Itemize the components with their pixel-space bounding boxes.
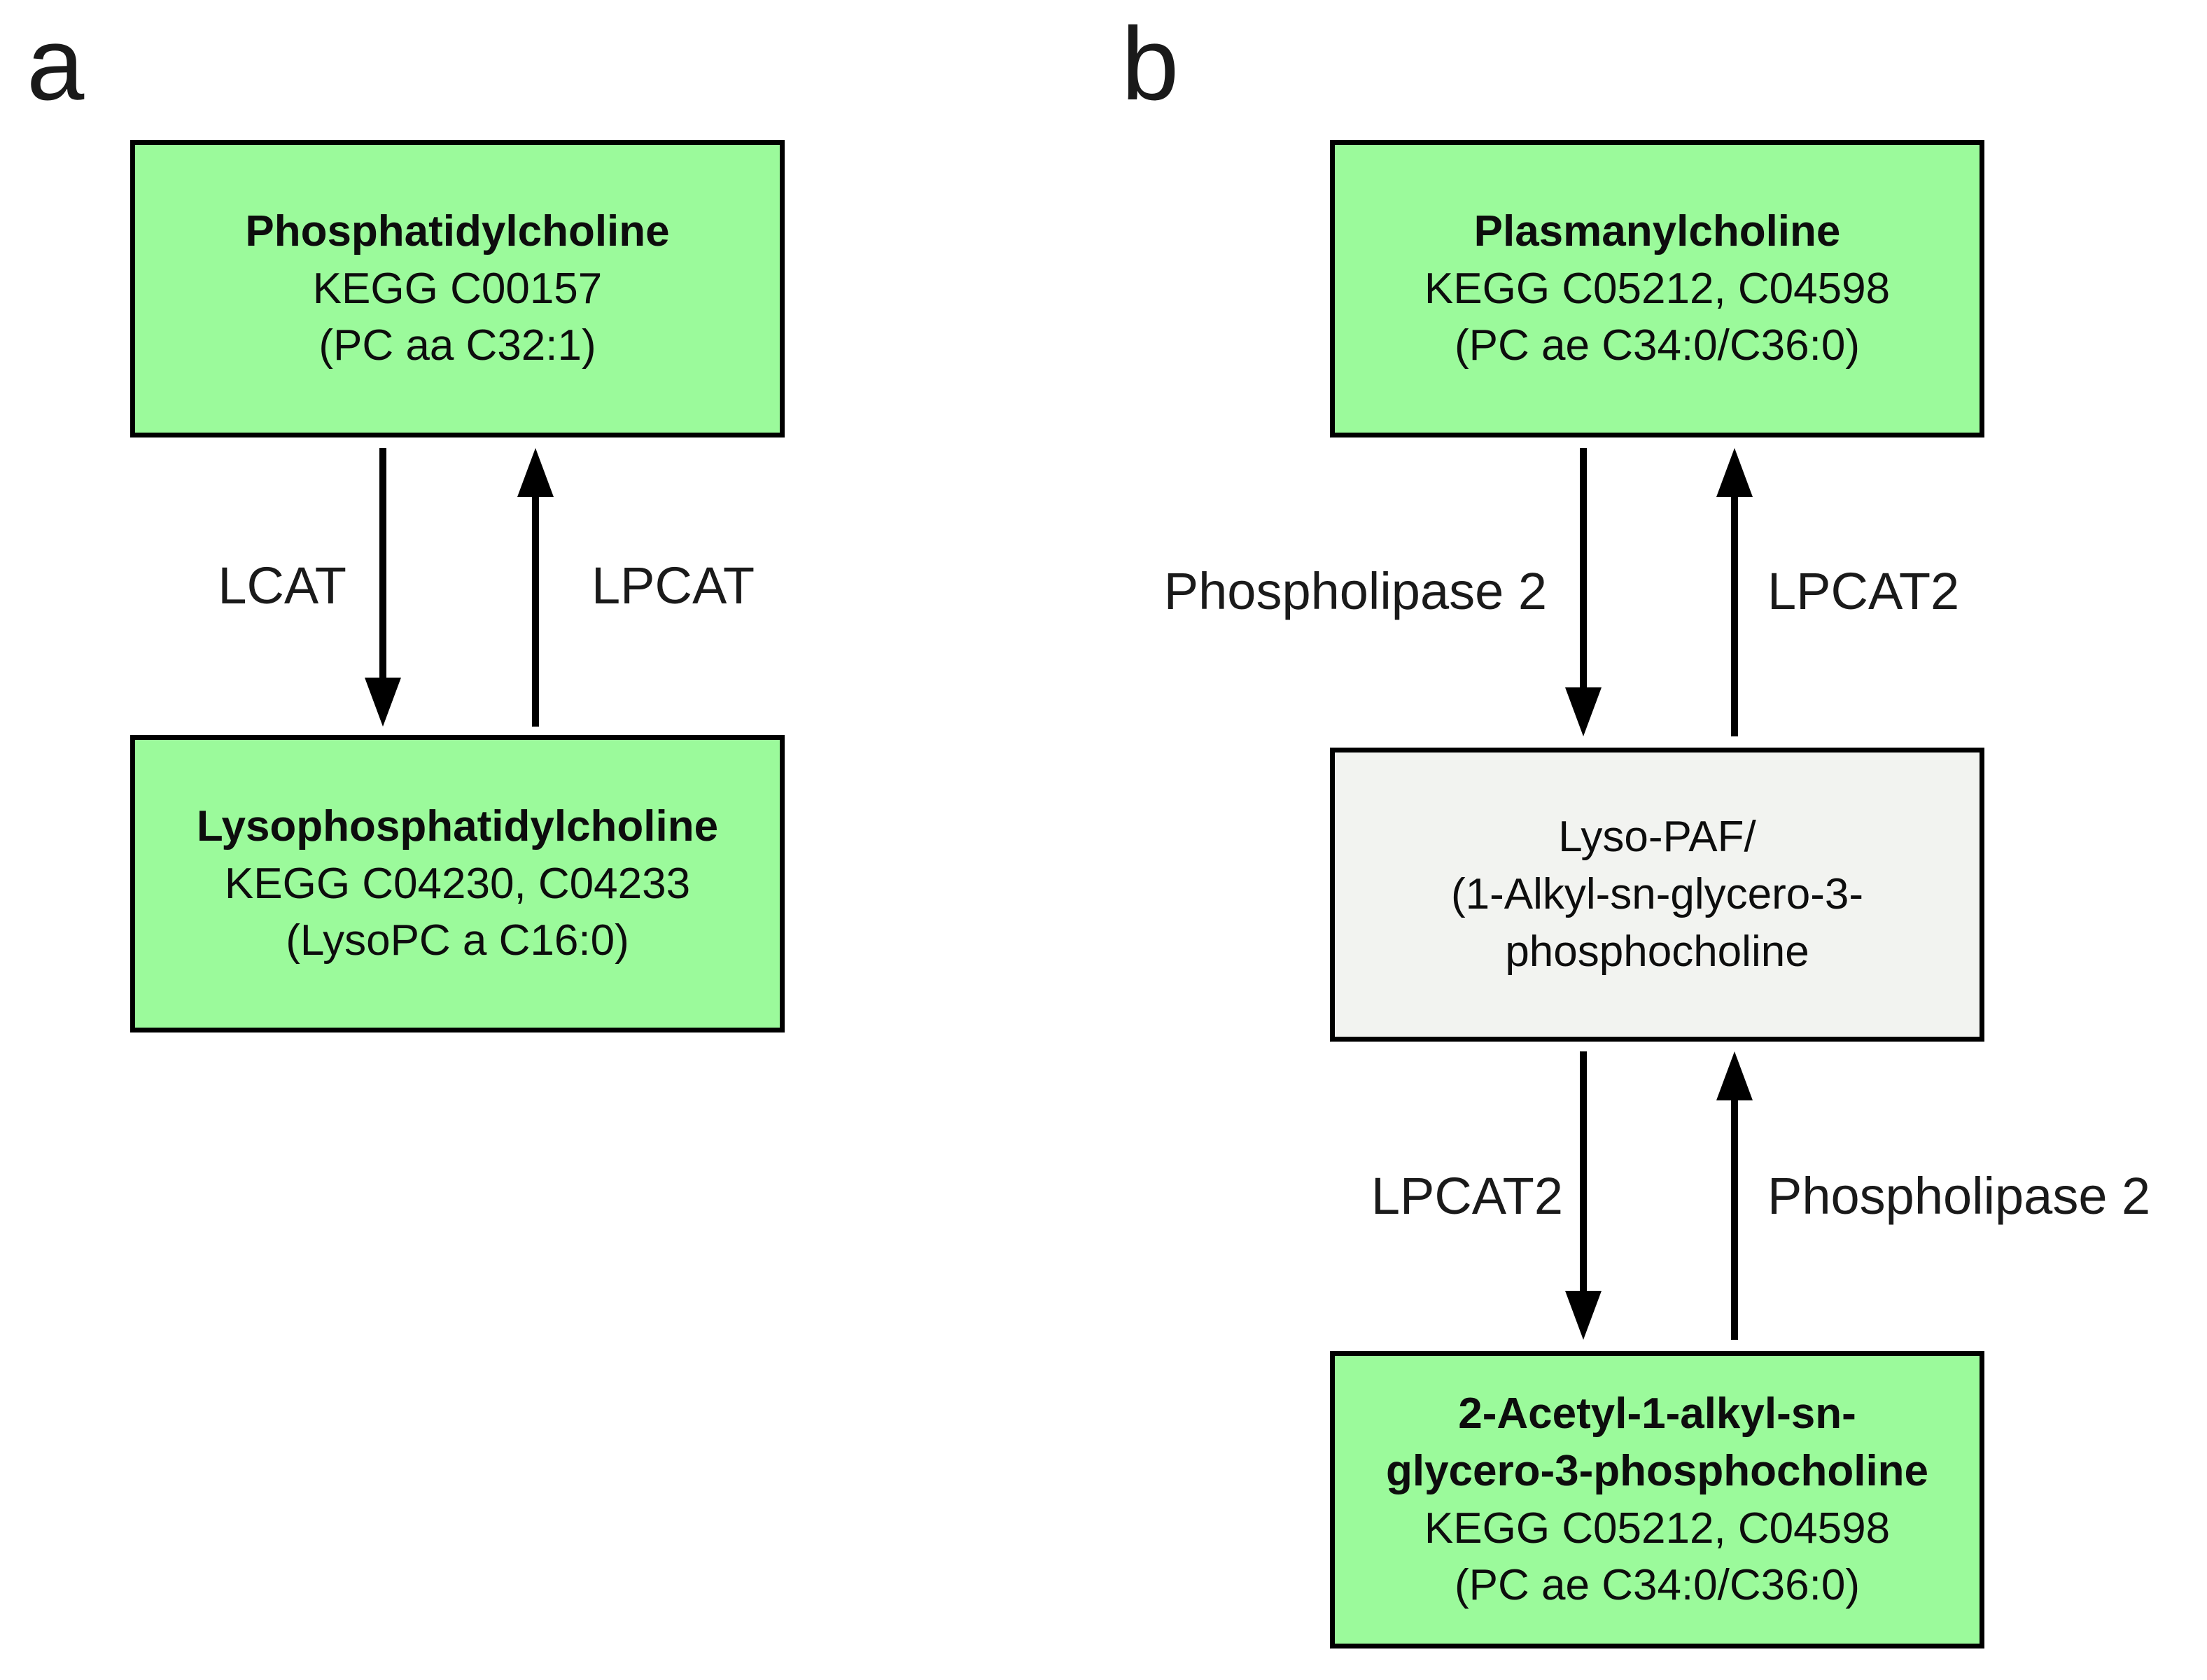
enzyme-label-phospholipase2-lower: Phospholipase 2: [1767, 1167, 2151, 1225]
lcat-forward-arrow: [362, 448, 404, 727]
enzyme-label-lcat: LCAT: [218, 556, 346, 615]
lpcat2-forward-arrow-lower: [1562, 1051, 1604, 1340]
arrow-shaft: [1731, 1096, 1738, 1340]
plasmanylcholine-box: Plasmanylcholine KEGG C05212, C04598 (PC…: [1330, 140, 1984, 438]
lpcat2-reverse-arrow-upper: [1714, 448, 1756, 736]
enzyme-label-lpcat: LPCAT: [591, 556, 755, 615]
metabolite-name-line: Lyso-PAF/: [1558, 813, 1756, 862]
metabolite-name-line: 2-Acetyl-1-alkyl-sn-: [1458, 1389, 1856, 1438]
panel-a-label: a: [27, 6, 85, 122]
arrow-shaft: [1731, 493, 1738, 736]
lipid-abbreviation: (PC ae C34:0/C36:0): [1455, 1561, 1860, 1610]
kegg-id: KEGG C05212, C04598: [1424, 1504, 1891, 1553]
arrowhead-down-icon: [1565, 687, 1602, 736]
lpcat-reverse-arrow: [514, 448, 556, 727]
metabolite-name-line: (1-Alkyl-sn-glycero-3-: [1450, 870, 1864, 919]
phospholipase2-reverse-arrow-lower: [1714, 1051, 1756, 1340]
arrowhead-down-icon: [1565, 1291, 1602, 1340]
lysophosphatidylcholine-box: Lysophosphatidylcholine KEGG C04230, C04…: [130, 735, 785, 1032]
metabolite-name-line: glycero-3-phosphocholine: [1385, 1446, 1929, 1495]
acetyl-alkyl-gpc-box: 2-Acetyl-1-alkyl-sn- glycero-3-phosphoch…: [1330, 1351, 1984, 1648]
kegg-id: KEGG C00157: [312, 264, 603, 313]
enzyme-label-phospholipase2-upper: Phospholipase 2: [1163, 562, 1547, 620]
lipid-abbreviation: (PC ae C34:0/C36:0): [1455, 321, 1860, 370]
metabolite-name: Plasmanylcholine: [1473, 206, 1841, 255]
arrow-shaft: [532, 493, 539, 727]
enzyme-label-lpcat2-upper: LPCAT2: [1767, 562, 1960, 620]
lyso-paf-box: Lyso-PAF/ (1-Alkyl-sn-glycero-3- phospho…: [1330, 748, 1984, 1042]
enzyme-label-lpcat2-lower: LPCAT2: [1371, 1167, 1563, 1225]
lipid-abbreviation: (LysoPC a C16:0): [286, 916, 629, 965]
phosphatidylcholine-box: Phosphatidylcholine KEGG C00157 (PC aa C…: [130, 140, 785, 438]
metabolite-name-line: phosphocholine: [1505, 927, 1809, 976]
arrowhead-up-icon: [517, 448, 554, 497]
arrowhead-up-icon: [1716, 448, 1753, 497]
panel-b-label: b: [1121, 6, 1179, 122]
lipid-abbreviation: (PC aa C32:1): [318, 321, 596, 370]
kegg-id: KEGG C05212, C04598: [1424, 264, 1891, 313]
phospholipase2-forward-arrow-upper: [1562, 448, 1604, 736]
arrow-shaft: [1580, 1051, 1587, 1295]
arrow-shaft: [1580, 448, 1587, 692]
kegg-id: KEGG C04230, C04233: [224, 859, 691, 908]
metabolite-name: Lysophosphatidylcholine: [196, 802, 719, 850]
arrowhead-up-icon: [1716, 1051, 1753, 1100]
metabolite-name: Phosphatidylcholine: [245, 206, 670, 255]
arrow-shaft: [379, 448, 386, 682]
arrowhead-down-icon: [365, 678, 401, 727]
